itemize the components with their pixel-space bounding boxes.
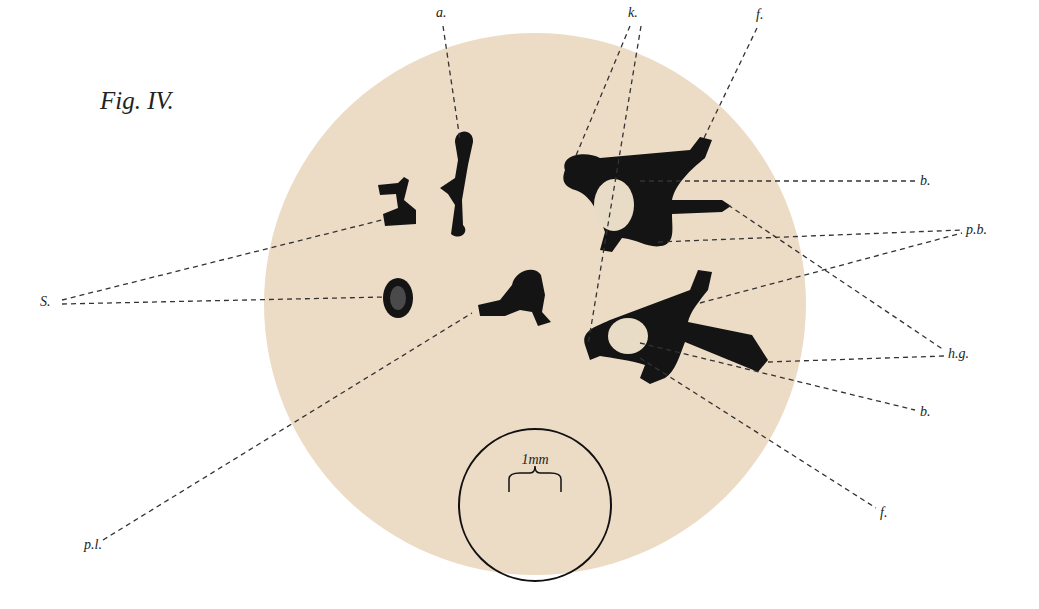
part-label: p.l. (84, 538, 102, 552)
part-label: p.b. (966, 223, 987, 237)
figure-number: Fig. IV. (100, 88, 174, 113)
part-label: b. (920, 405, 931, 419)
scale-label: 1mm (521, 453, 548, 467)
part-label: a. (436, 6, 447, 20)
part-label: f. (756, 8, 763, 22)
part-label: h.g. (948, 347, 969, 361)
part-label: b. (920, 174, 931, 188)
part-label: k. (628, 6, 638, 20)
part-label: S. (40, 295, 51, 309)
part-label: f. (880, 506, 887, 520)
